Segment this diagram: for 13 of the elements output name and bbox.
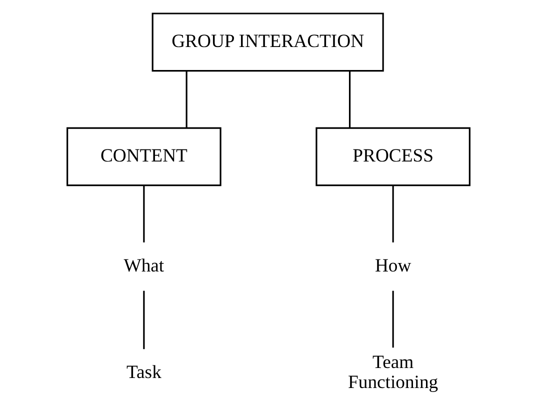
node-box: CONTENT (66, 127, 222, 186)
connector (186, 71, 188, 128)
connector (143, 290, 145, 350)
connector (392, 186, 394, 242)
node-text: Team Functioning (348, 352, 438, 394)
node-box: GROUP INTERACTION (152, 12, 384, 72)
connector (392, 290, 394, 348)
node-box: PROCESS (316, 127, 470, 186)
node-text: What (124, 256, 164, 277)
connector (143, 186, 145, 242)
connector (348, 71, 351, 128)
node-text: Task (126, 362, 162, 384)
node-text: How (374, 256, 412, 277)
